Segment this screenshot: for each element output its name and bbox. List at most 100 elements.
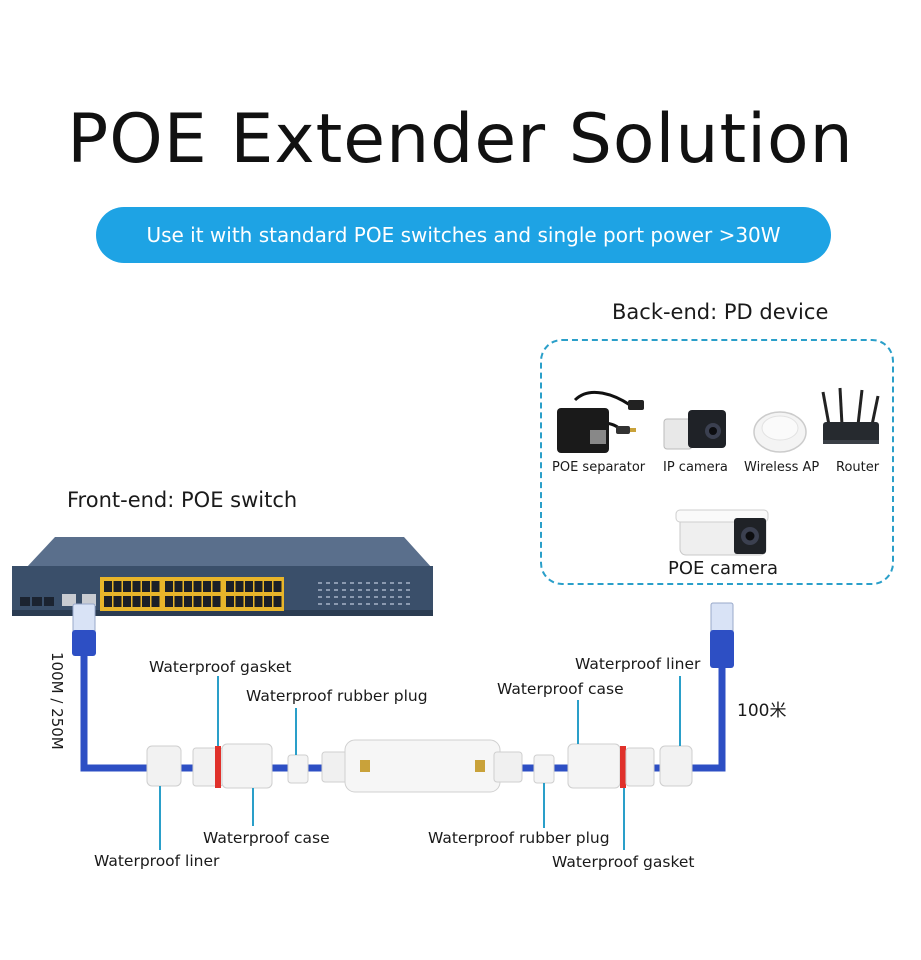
switch-port bbox=[151, 581, 160, 592]
pointer-lines bbox=[159, 676, 681, 850]
switch-led bbox=[334, 603, 338, 605]
right-waterproof-liner bbox=[659, 745, 693, 787]
switch-port bbox=[184, 581, 192, 592]
switch-led bbox=[390, 589, 394, 591]
switch-led bbox=[350, 596, 354, 598]
switch-led bbox=[390, 582, 394, 584]
rj45-connector-right bbox=[710, 602, 734, 668]
switch-led bbox=[342, 589, 346, 591]
wireless-ap-icon bbox=[753, 411, 807, 453]
distance-label-left: 100M / 250M bbox=[48, 652, 66, 750]
switch-port bbox=[104, 596, 112, 607]
label-left-liner: Waterproof liner bbox=[94, 852, 220, 870]
switch-led bbox=[374, 596, 378, 598]
switch-led bbox=[350, 582, 354, 584]
switch-led bbox=[326, 596, 330, 598]
label-right-liner: Waterproof liner bbox=[575, 655, 701, 673]
right-waterproof-case bbox=[567, 743, 655, 789]
switch-led bbox=[398, 603, 402, 605]
switch-led bbox=[382, 582, 386, 584]
switch-led bbox=[342, 582, 346, 584]
back-end-label: Back-end: PD device bbox=[612, 300, 829, 324]
device-label-poe-camera: POE camera bbox=[668, 558, 779, 579]
switch-port bbox=[151, 596, 160, 607]
label-left-case: Waterproof case bbox=[203, 829, 330, 847]
switch-port bbox=[245, 581, 253, 592]
switch-port bbox=[212, 596, 221, 607]
switch-led bbox=[398, 582, 402, 584]
switch-led bbox=[390, 603, 394, 605]
switch-led bbox=[366, 582, 370, 584]
switch-port bbox=[273, 581, 282, 592]
switch-led bbox=[382, 596, 386, 598]
switch-port bbox=[174, 581, 183, 592]
switch-led bbox=[406, 589, 410, 591]
switch-led bbox=[390, 596, 394, 598]
switch-led bbox=[318, 603, 322, 605]
switch-port bbox=[123, 596, 131, 607]
switch-led bbox=[358, 603, 362, 605]
left-waterproof-rubber-plug bbox=[287, 754, 309, 784]
switch-led bbox=[358, 596, 362, 598]
switch-led bbox=[334, 582, 338, 584]
device-label-ip-camera: IP camera bbox=[663, 460, 728, 475]
switch-led bbox=[366, 596, 370, 598]
switch-led bbox=[318, 582, 322, 584]
switch-led bbox=[342, 603, 346, 605]
front-end-label: Front-end: POE switch bbox=[67, 488, 298, 512]
switch-port bbox=[142, 596, 150, 607]
ip-camera-icon bbox=[663, 410, 726, 450]
switch-led bbox=[374, 589, 378, 591]
switch-port bbox=[142, 581, 150, 592]
switch-led bbox=[398, 589, 402, 591]
switch-port bbox=[123, 581, 131, 592]
switch-led bbox=[326, 589, 330, 591]
switch-port bbox=[226, 596, 234, 607]
switch-led bbox=[318, 589, 322, 591]
device-label-wireless-ap: Wireless AP bbox=[744, 460, 820, 475]
switch-led bbox=[374, 582, 378, 584]
switch-led bbox=[350, 603, 354, 605]
switch-port bbox=[273, 596, 282, 607]
switch-led bbox=[398, 596, 402, 598]
label-left-gasket: Waterproof gasket bbox=[149, 658, 292, 676]
switch-port bbox=[203, 581, 211, 592]
router-icon bbox=[821, 387, 880, 444]
switch-led bbox=[326, 582, 330, 584]
switch-led bbox=[382, 589, 386, 591]
switch-port bbox=[113, 581, 122, 592]
left-waterproof-liner bbox=[146, 745, 182, 787]
pd-device-box bbox=[540, 339, 894, 585]
device-label-router: Router bbox=[836, 460, 880, 475]
switch-led bbox=[406, 596, 410, 598]
page-title: POE Extender Solution bbox=[67, 100, 854, 179]
switch-port bbox=[254, 596, 263, 607]
subtitle-banner: Use it with standard POE switches and si… bbox=[96, 207, 831, 263]
switch-led bbox=[406, 603, 410, 605]
switch-led bbox=[326, 603, 330, 605]
switch-led bbox=[350, 589, 354, 591]
switch-port bbox=[212, 581, 221, 592]
switch-port bbox=[113, 596, 122, 607]
label-right-rubber-plug: Waterproof rubber plug bbox=[428, 829, 610, 847]
left-waterproof-case bbox=[192, 743, 273, 789]
rj45-connector-left bbox=[72, 603, 96, 656]
label-right-case: Waterproof case bbox=[497, 680, 624, 698]
switch-port bbox=[235, 596, 244, 607]
switch-port bbox=[264, 596, 272, 607]
switch-port bbox=[104, 581, 112, 592]
label-right-gasket: Waterproof gasket bbox=[552, 853, 695, 871]
switch-port bbox=[132, 581, 141, 592]
switch-port bbox=[193, 596, 202, 607]
poe-extender-device bbox=[321, 739, 523, 793]
switch-led bbox=[358, 589, 362, 591]
switch-port bbox=[203, 596, 211, 607]
switch-port bbox=[165, 596, 173, 607]
switch-port bbox=[174, 596, 183, 607]
switch-led bbox=[374, 603, 378, 605]
switch-port bbox=[132, 596, 141, 607]
switch-port bbox=[235, 581, 244, 592]
label-left-rubber-plug: Waterproof rubber plug bbox=[246, 687, 428, 705]
poe-separator-icon bbox=[557, 390, 644, 453]
